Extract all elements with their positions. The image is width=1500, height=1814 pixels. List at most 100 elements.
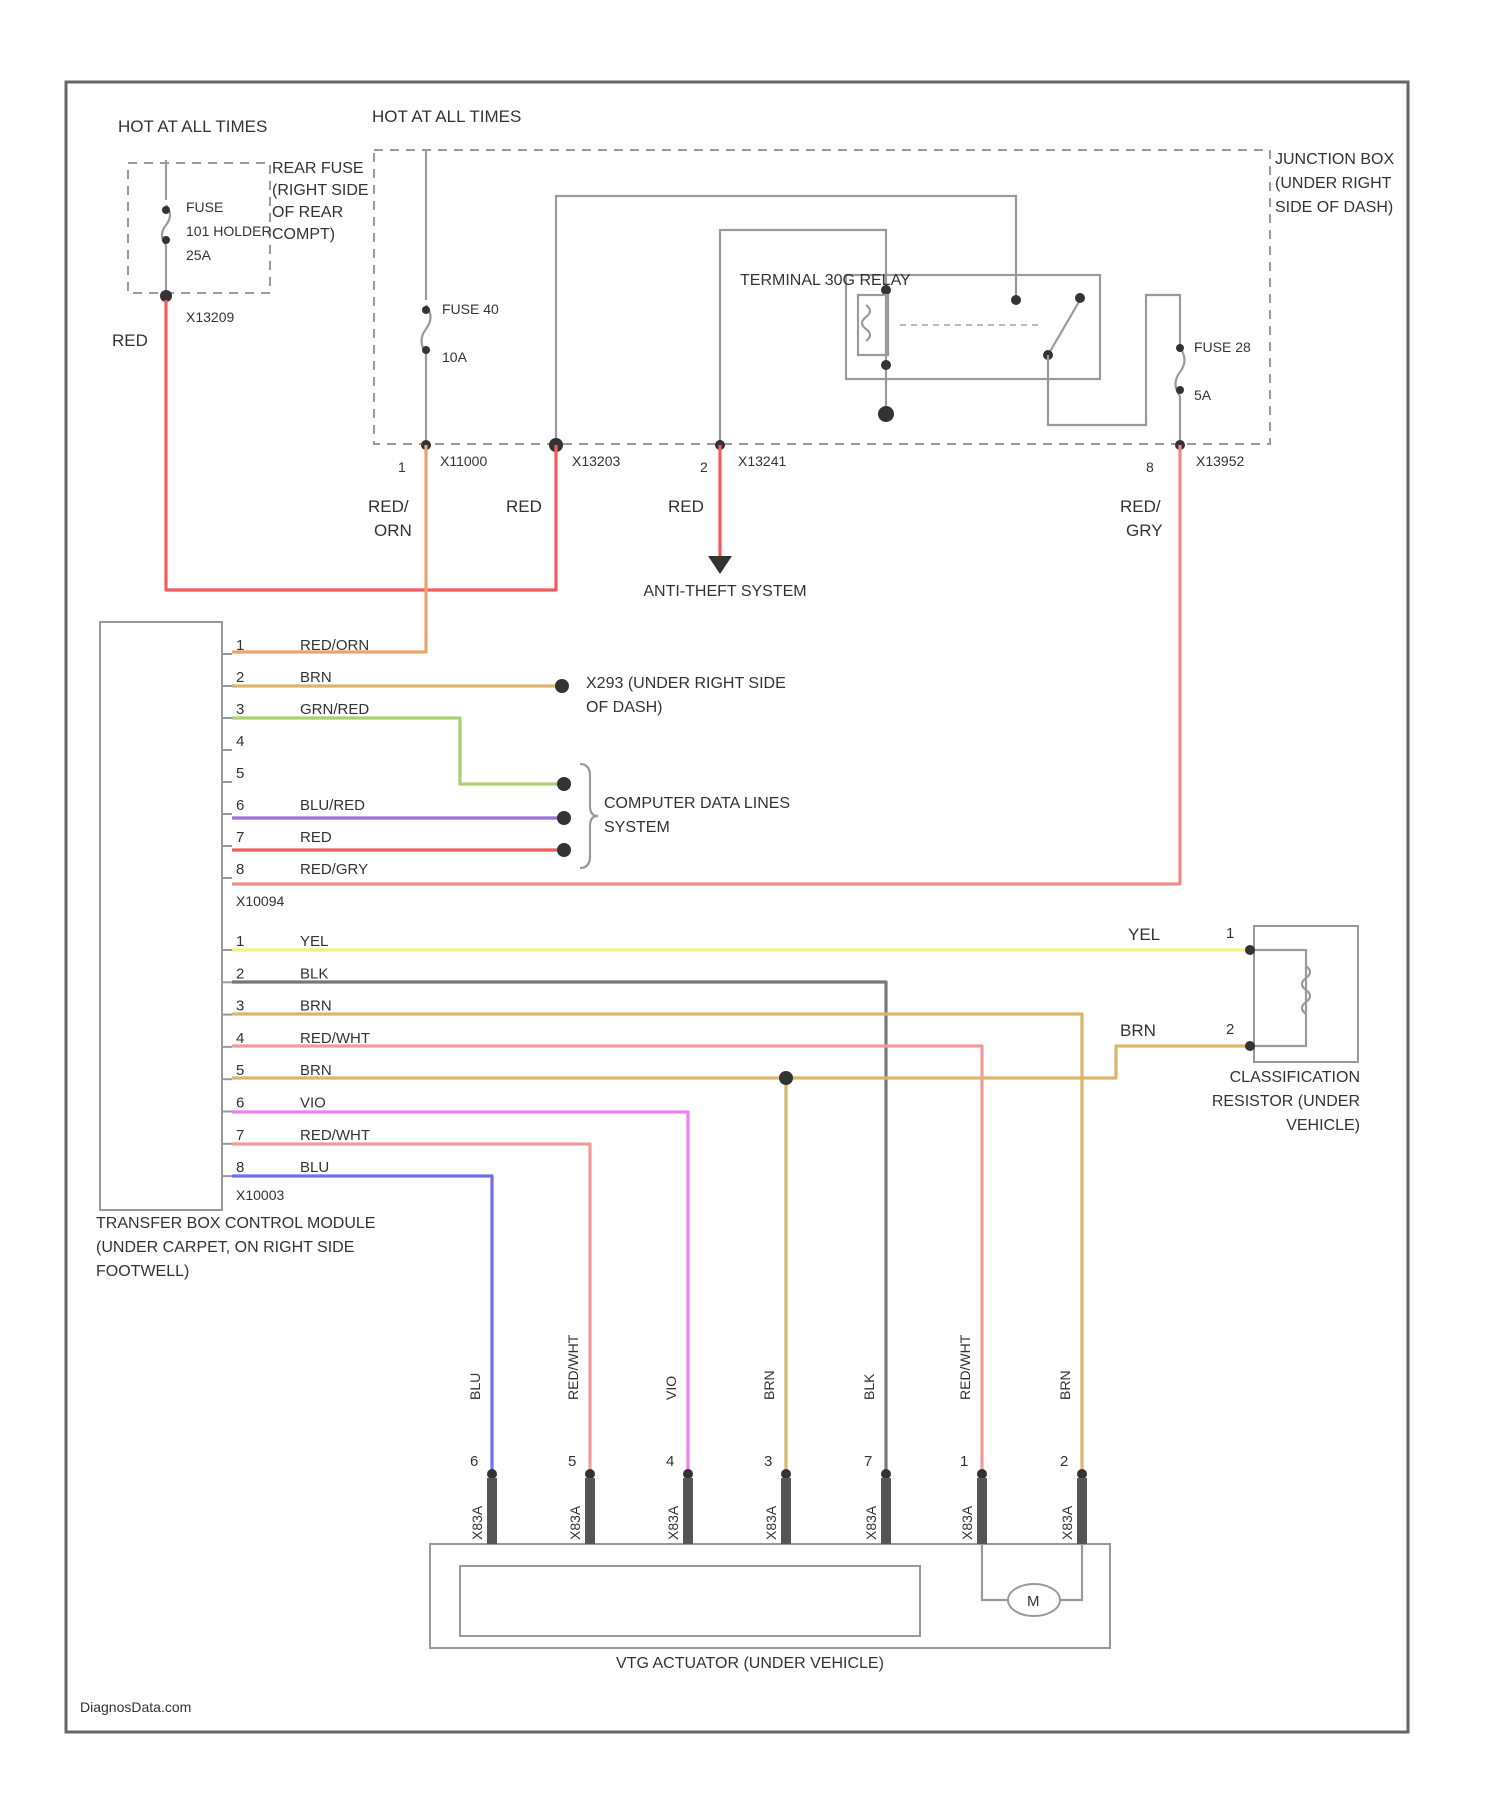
actuator-connector-label: X83A	[863, 1505, 879, 1540]
actuator-wire-color: RED/WHT	[957, 1334, 973, 1400]
actuator-wire-color: VIO	[663, 1376, 679, 1400]
module-pin-color: VIO	[300, 1095, 326, 1112]
fuse-left-sub: 101 HOLDER	[186, 223, 272, 239]
fuse-28-name: FUSE 28	[1194, 339, 1251, 355]
fuse-left-rating: 25A	[186, 247, 212, 263]
actuator-wire-color: BLU	[467, 1373, 483, 1400]
module-label: TRANSFER BOX CONTROL MODULE (UNDER CARPE…	[96, 1212, 376, 1284]
actuator-connector-label: X83A	[469, 1505, 485, 1540]
classification-pin-2: 2	[1226, 1021, 1234, 1038]
fuse-left-connector: X13209	[186, 309, 234, 325]
classification-pin-1: 1	[1226, 925, 1234, 942]
terminal-30g-relay-label: TERMINAL 30G RELAY	[740, 272, 911, 289]
anti-theft-label: ANTI-THEFT SYSTEM	[640, 580, 810, 604]
actuator-pin-terminal	[977, 1478, 987, 1544]
module-connector-bottom: X10003	[236, 1187, 284, 1203]
module-pin-color: BRN	[300, 998, 332, 1015]
module-pin-color: RED/WHT	[300, 1127, 370, 1144]
module-top-pins: 1 RED/ORN 2 BRN 3 GRN/RED 4 5 6 BLU/RED 7 RED 8 RED/G…	[222, 637, 369, 878]
computer-data-label: COMPUTER DATA LINES SYSTEM	[604, 792, 794, 840]
module-pin-number: 1	[236, 637, 244, 654]
actuator-wire-color: BLK	[861, 1373, 877, 1400]
vtg-actuator: M VTG ACTUATOR (UNDER VEHICLE) BLU6X83AR…	[430, 1334, 1110, 1722]
pin-x1-conn: X11000	[440, 453, 487, 469]
module-pin-number: 1	[236, 933, 244, 950]
module-pin-color: GRN/RED	[300, 701, 369, 718]
actuator-pin-number: 4	[666, 1453, 674, 1470]
module-pin-color: YEL	[300, 933, 328, 950]
module-connector-top: X10094	[236, 893, 284, 909]
module-pin-color: RED	[300, 829, 332, 846]
actuator-pin-terminal	[881, 1478, 891, 1544]
vtg-actuator-label: VTG ACTUATOR (UNDER VEHICLE)	[600, 1652, 900, 1676]
actuator-wire-color: BRN	[1057, 1370, 1073, 1400]
hot-at-all-times-left: HOT AT ALL TIMES	[118, 117, 267, 136]
label-red-orn-2: ORN	[374, 521, 412, 540]
module-pin-number: 3	[236, 701, 244, 718]
module-pin-number: 8	[236, 861, 244, 878]
classification-resistor-label: CLASSIFICATION RESISTOR (UNDER VEHICLE)	[1180, 1066, 1360, 1138]
actuator-pin-terminal	[781, 1478, 791, 1544]
actuator-pin-terminal	[683, 1478, 693, 1544]
vtg-actuator-pins: BLU6X83ARED/WHT5X83AVIO4X83ABRN3X83ABLK7…	[467, 1334, 1087, 1544]
actuator-pin-terminal	[1077, 1478, 1087, 1544]
actuator-wire-color: BRN	[761, 1370, 777, 1400]
vtg-motor-label: M	[1027, 1593, 1040, 1610]
module-pin-number: 7	[236, 829, 244, 846]
module-pin-number: 3	[236, 998, 244, 1015]
label-yel-right: YEL	[1128, 925, 1160, 944]
pin-x2-conn: X13203	[572, 453, 620, 469]
actuator-connector-label: X83A	[665, 1505, 681, 1540]
fuse-40-rating: 10A	[442, 349, 468, 365]
module-pin-number: 6	[236, 797, 244, 814]
module-pin-number: 5	[236, 765, 244, 782]
actuator-pin-number: 1	[960, 1453, 968, 1470]
module-pin-number: 2	[236, 669, 244, 686]
module-pin-color: RED/ORN	[300, 637, 369, 654]
actuator-pin-terminal	[585, 1478, 595, 1544]
module-pin-number: 2	[236, 965, 244, 982]
actuator-pin-dot	[683, 1469, 693, 1479]
wire-red-orn	[232, 445, 426, 652]
pin-x3-conn: X13241	[738, 453, 786, 469]
actuator-pin-terminal	[487, 1478, 497, 1544]
actuator-pin-dot	[881, 1469, 891, 1479]
module-box	[100, 622, 222, 1210]
actuator-pin-number: 2	[1060, 1453, 1068, 1470]
fuse-28-rating: 5A	[1194, 387, 1212, 403]
rear-fuse-label: REAR FUSE (RIGHT SIDE OF REAR COMPT)	[272, 158, 382, 246]
junction-box-outline	[374, 150, 1270, 444]
label-red-orn-1: RED/	[368, 497, 409, 516]
label-red-gry-1: RED/	[1120, 497, 1161, 516]
footer-watermark: DiagnosData.com	[80, 1699, 191, 1715]
module-pin-color: BLU	[300, 1159, 329, 1176]
actuator-pin-dot	[977, 1469, 987, 1479]
label-red-mid: RED	[506, 497, 542, 516]
label-red-anti: RED	[668, 497, 704, 516]
module-pin-color: RED/WHT	[300, 1030, 370, 1047]
actuator-pin-dot	[585, 1469, 595, 1479]
junction-box-group: HOT AT ALL TIMES JUNCTION BOX (UNDER RIG…	[372, 107, 1395, 475]
fuse-40-name: FUSE 40	[442, 301, 499, 317]
module-pin-color: RED/GRY	[300, 861, 368, 878]
module-bottom-wires: YEL BRN	[232, 925, 1248, 1472]
actuator-connector-label: X83A	[763, 1505, 779, 1540]
module-pin-color: BLU/RED	[300, 797, 365, 814]
module-pin-number: 4	[236, 733, 244, 750]
pin-x4-num: 8	[1146, 459, 1154, 475]
pin-x3-num: 2	[700, 459, 708, 475]
anti-theft-arrow	[708, 556, 732, 574]
module-pin-number: 8	[236, 1159, 244, 1176]
actuator-connector-label: X83A	[567, 1505, 583, 1540]
module-pin-color: BRN	[300, 669, 332, 686]
actuator-wire-color: RED/WHT	[565, 1334, 581, 1400]
ground-x293-label: X293 (UNDER RIGHT SIDE OF DASH)	[586, 672, 786, 720]
module-pin-number: 6	[236, 1095, 244, 1112]
pin-x1-num: 1	[398, 459, 406, 475]
pin-x4-conn: X13952	[1196, 453, 1244, 469]
hot-at-all-times-right: HOT AT ALL TIMES	[372, 107, 521, 126]
actuator-connector-label: X83A	[959, 1505, 975, 1540]
transfer-box-module: TRANSFER BOX CONTROL MODULE (UNDER CARPE…	[96, 622, 376, 1322]
